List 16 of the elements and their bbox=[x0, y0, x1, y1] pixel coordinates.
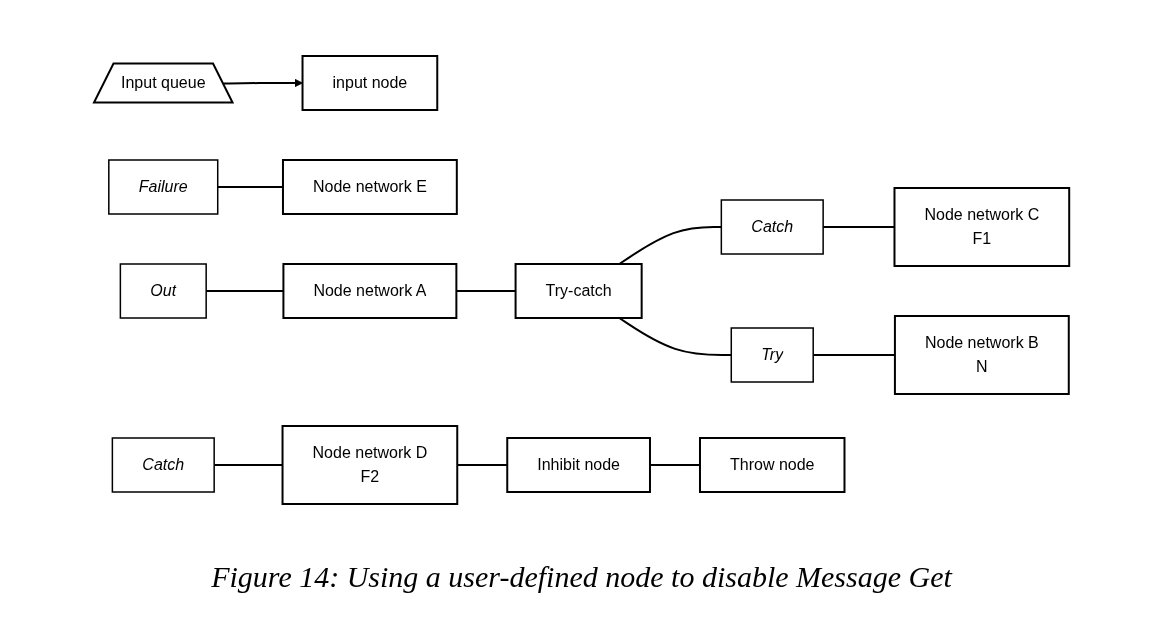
node-box: Try-catch bbox=[514, 263, 643, 319]
node-box: Inhibit node bbox=[506, 437, 651, 493]
node-box: Out bbox=[119, 263, 207, 319]
node-box: Node network C F1 bbox=[893, 187, 1071, 267]
node-box: Node network D F2 bbox=[281, 425, 459, 505]
figure-caption: Figure 14: Using a user-defined node to disable Message Get bbox=[210, 560, 954, 594]
node-box: Throw node bbox=[698, 437, 846, 493]
node-box: Try bbox=[730, 327, 814, 383]
node-box: Node network E bbox=[281, 159, 458, 215]
node-box: Failure bbox=[107, 159, 219, 215]
node-box: Catch bbox=[720, 199, 824, 255]
node-box: Node network A bbox=[282, 263, 458, 319]
node-box: input node bbox=[301, 55, 439, 111]
node-box: Node network B N bbox=[893, 315, 1070, 395]
node-box: Catch bbox=[111, 437, 215, 493]
arrow bbox=[222, 78, 303, 88]
